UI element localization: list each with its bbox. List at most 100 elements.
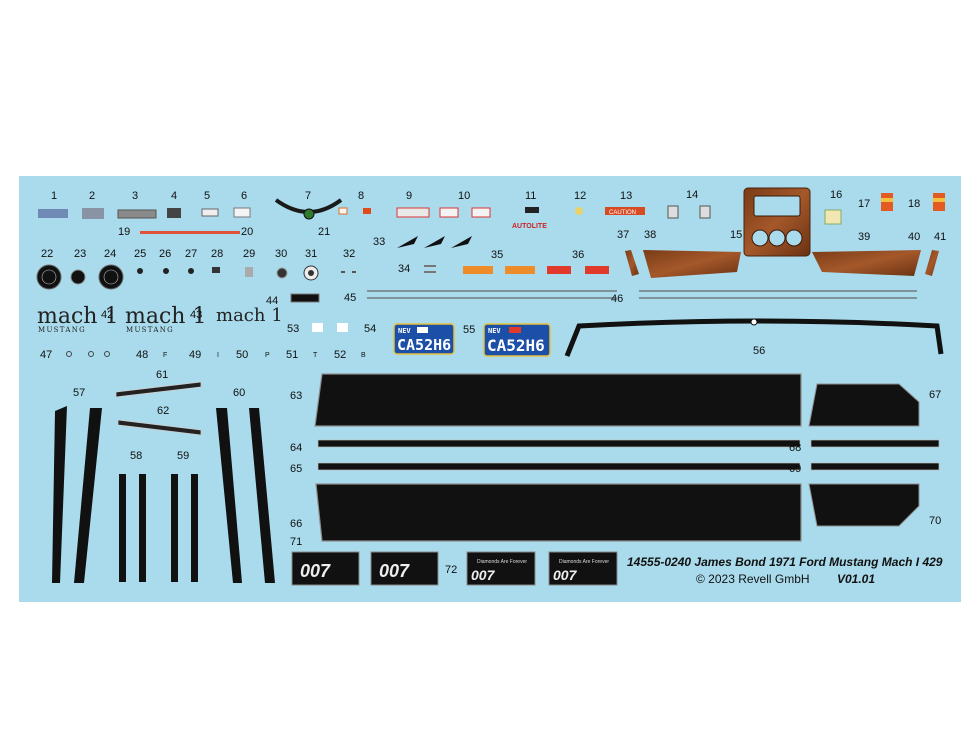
bond-plate-b-text: 007 — [379, 561, 410, 581]
label-33: 33 — [373, 236, 385, 248]
dash-opening — [753, 195, 801, 217]
caution-label: CAUTION — [609, 210, 636, 216]
label-34: 34 — [398, 263, 410, 275]
gauge-hole-3 — [785, 229, 803, 247]
decal-36a — [547, 266, 571, 274]
decal-34b — [424, 271, 436, 273]
decal-19-stripe — [140, 231, 240, 234]
decal-66-panel — [315, 483, 802, 542]
label-40: 40 — [908, 231, 920, 243]
plate-b-state: NEV — [488, 327, 501, 335]
decal-5-art — [201, 208, 219, 217]
gauges-row — [36, 264, 356, 290]
decal-60b-stripe — [249, 408, 275, 583]
bond-plate-c-text: 007 — [471, 567, 496, 583]
decal-12-art — [575, 207, 583, 215]
sheet-copyright: © 2023 Revell GmbH — [696, 572, 810, 586]
decal-69-stripe — [810, 462, 940, 471]
number-labels: 1 2 3 4 5 6 7 8 9 10 11 12 13 14 15 16 1… — [40, 189, 946, 576]
label-28: 28 — [211, 248, 223, 260]
decal-62-strip — [117, 419, 202, 436]
label-71: 71 — [290, 536, 302, 548]
decal-17-stripe — [881, 198, 893, 202]
mach1-emblem-b: mach 1 — [125, 304, 206, 329]
letter-p: P — [265, 352, 270, 359]
label-5: 5 — [204, 190, 210, 202]
decal-16-art — [824, 209, 842, 225]
sheet-title: 14555-0240 James Bond 1971 Ford Mustang … — [627, 555, 943, 569]
label-55: 55 — [463, 324, 475, 336]
label-58: 58 — [130, 450, 142, 462]
decal-25-gauge — [137, 268, 143, 274]
decal-13-art — [605, 207, 645, 215]
decal-4-art — [167, 208, 181, 218]
label-22: 22 — [41, 248, 53, 260]
label-57: 57 — [73, 387, 85, 399]
label-38: 38 — [644, 229, 656, 241]
label-35: 35 — [491, 249, 503, 261]
label-48: 48 — [136, 349, 148, 361]
label-15: 15 — [730, 229, 742, 241]
decal-41-trim — [925, 250, 939, 276]
label-49: 49 — [189, 349, 201, 361]
decal-22-gauge — [36, 264, 62, 290]
decal-37-trim — [625, 250, 639, 276]
decal-58b-bar — [139, 474, 146, 582]
decal-47b — [88, 351, 94, 357]
decal-31-center — [308, 270, 314, 276]
plate-a-state: NEV — [398, 327, 411, 335]
mach1-emblem-c: mach 1 — [216, 305, 283, 326]
label-4: 4 — [171, 190, 177, 202]
autolite-label: AUTOLITE — [512, 223, 547, 230]
decal-60a-stripe — [216, 408, 242, 583]
decal-8b-art — [363, 208, 371, 214]
label-61: 61 — [156, 369, 168, 381]
decal-59b-bar — [191, 474, 198, 582]
decal-61-strip — [115, 381, 202, 398]
sheet-version: V01.01 — [837, 572, 876, 586]
decal-47c — [104, 351, 110, 357]
plate-b-number: CA52H6 — [487, 336, 545, 355]
decal-39-trim — [812, 250, 921, 276]
decal-70-panel — [808, 483, 920, 527]
decal-54-art — [337, 323, 348, 332]
label-31: 31 — [305, 248, 317, 260]
decal-59a-bar — [171, 474, 178, 582]
decal-56-trim — [564, 318, 944, 357]
decal-57a-stripe — [52, 406, 67, 583]
decal-47a — [66, 351, 72, 357]
decal-34a — [424, 265, 436, 267]
label-51: 51 — [286, 349, 298, 361]
bond-plate-b-bg — [370, 551, 439, 586]
label-44: 44 — [266, 295, 278, 307]
decal-1-art — [38, 209, 68, 218]
decal-10b-art — [471, 207, 491, 218]
decal-53-art — [312, 323, 323, 332]
bond-plate-d-bg — [548, 551, 618, 586]
label-26: 26 — [159, 248, 171, 260]
label-42: 42 — [101, 309, 113, 321]
label-8: 8 — [358, 190, 364, 202]
label-72: 72 — [445, 564, 457, 576]
label-9: 9 — [406, 190, 412, 202]
decal-14b-art — [699, 205, 711, 219]
decal-65-stripe — [317, 462, 801, 471]
decal-8-art — [338, 207, 348, 215]
label-69: 69 — [789, 463, 801, 475]
label-68: 68 — [789, 442, 801, 454]
label-27: 27 — [185, 248, 197, 260]
mach1-emblem-a: mach 1 — [37, 304, 118, 329]
label-39: 39 — [858, 231, 870, 243]
decal-29-art — [245, 267, 253, 277]
decal-10a-art — [439, 207, 459, 218]
label-3: 3 — [132, 190, 138, 202]
decal-30-art — [276, 267, 288, 279]
label-29: 29 — [243, 248, 255, 260]
decal-sheet: AUTOLITE CAUTION — [19, 176, 961, 602]
decal-36b — [585, 266, 609, 274]
label-18: 18 — [908, 198, 920, 210]
license-plate-a: NEV CA52H6 — [393, 323, 455, 355]
gauge-hole-2 — [768, 229, 786, 247]
decal-38-trim — [643, 250, 741, 278]
decal-32a-art — [341, 271, 345, 273]
